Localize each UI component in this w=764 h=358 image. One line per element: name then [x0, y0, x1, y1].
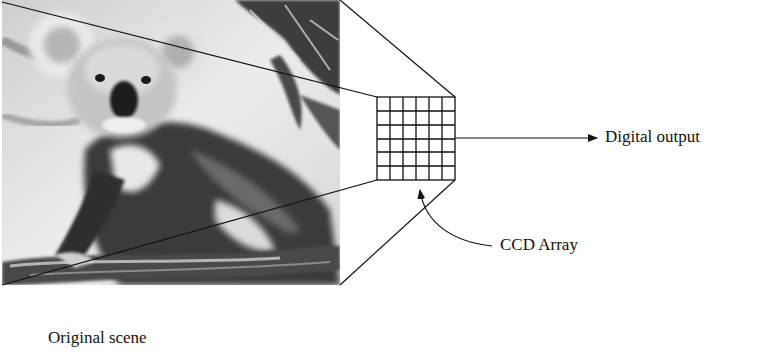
koala-photo	[2, 0, 340, 285]
ccd-grid	[377, 97, 455, 180]
output-arrow	[455, 137, 597, 138]
text-label: CCD Array	[500, 235, 578, 255]
projection-lines	[2, 0, 455, 285]
text-label: Digital output	[605, 127, 700, 147]
text-label: Original scene	[48, 328, 147, 348]
leader-arrow	[420, 190, 492, 246]
